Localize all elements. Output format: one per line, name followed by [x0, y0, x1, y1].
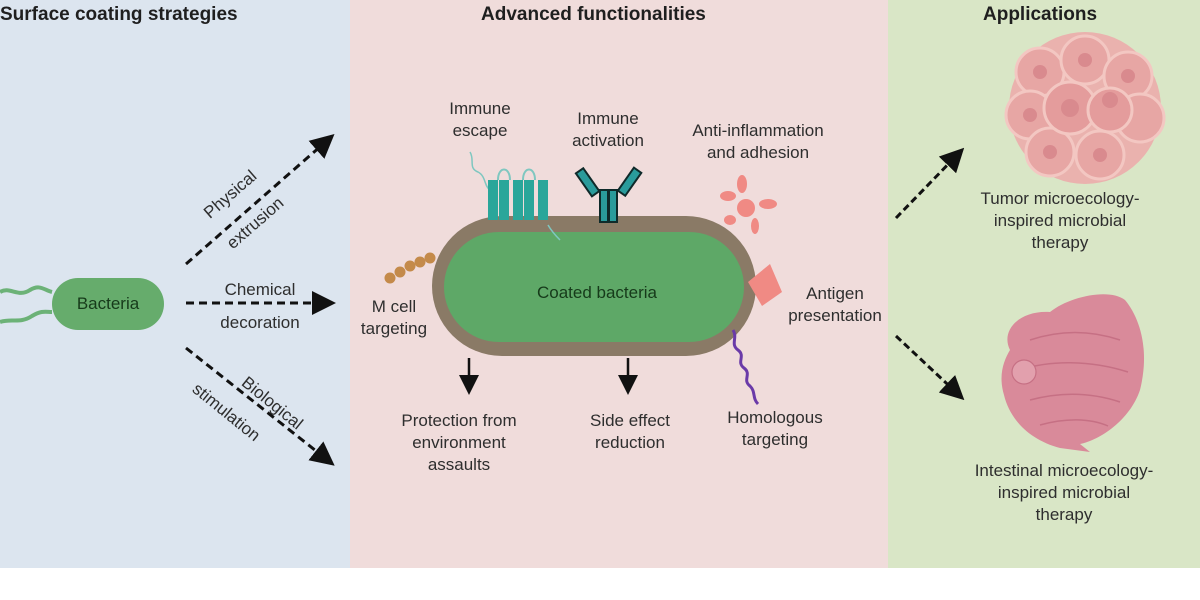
- protection-label: Protection from environment assaults: [374, 410, 544, 476]
- antigen-line2: presentation: [788, 306, 882, 325]
- chemical-label-line1: Chemical: [224, 280, 296, 299]
- anti-inflammation-line2: and adhesion: [706, 143, 810, 162]
- chemical-label-line2: decoration: [220, 313, 300, 332]
- m-cell-line1: M cell: [371, 297, 417, 316]
- tumor-line2: inspired microbial: [993, 211, 1127, 230]
- immune-activation-line2: activation: [572, 131, 644, 150]
- immune-escape-line2: escape: [452, 121, 508, 140]
- title-applications: Applications: [983, 4, 1098, 25]
- tumor-line3: therapy: [1031, 233, 1089, 252]
- title-advanced-functionalities: Advanced functionalities: [481, 4, 706, 25]
- intestinal-line3: therapy: [1035, 505, 1093, 524]
- m-cell-targeting-label: M cell targeting: [346, 296, 442, 340]
- protection-line3: assaults: [427, 455, 491, 474]
- protection-line2: environment: [412, 433, 506, 452]
- anti-inflammation-line1: Anti-inflammation: [692, 121, 824, 140]
- homologous-targeting-label: Homologous targeting: [710, 407, 840, 451]
- tumor-therapy-label: Tumor microecology- inspired microbial t…: [950, 188, 1170, 254]
- side-effect-label: Side effect reduction: [570, 410, 690, 454]
- tumor-line1: Tumor microecology-: [980, 189, 1140, 208]
- immune-escape-label: Immune escape: [435, 98, 525, 142]
- antigen-line1: Antigen: [806, 284, 864, 303]
- coated-bacteria-label: Coated bacteria: [536, 283, 658, 302]
- intestinal-therapy-label: Intestinal microecology- inspired microb…: [946, 460, 1182, 526]
- side-effect-line2: reduction: [595, 433, 665, 452]
- immune-activation-line1: Immune: [577, 109, 639, 128]
- anti-inflammation-label: Anti-inflammation and adhesion: [668, 120, 848, 164]
- protection-line1: Protection from: [401, 411, 517, 430]
- immune-escape-line1: Immune: [449, 99, 511, 118]
- side-effect-line1: Side effect: [589, 411, 671, 430]
- homologous-line1: Homologous: [727, 408, 823, 427]
- intestinal-line1: Intestinal microecology-: [974, 461, 1154, 480]
- immune-activation-label: Immune activation: [558, 108, 658, 152]
- homologous-line2: targeting: [741, 430, 809, 449]
- antigen-presentation-label: Antigen presentation: [780, 283, 890, 327]
- m-cell-line2: targeting: [360, 319, 428, 338]
- title-surface-coating: Surface coating strategies: [0, 4, 238, 25]
- intestinal-line2: inspired microbial: [997, 483, 1131, 502]
- bacteria-label: Bacteria: [76, 294, 140, 313]
